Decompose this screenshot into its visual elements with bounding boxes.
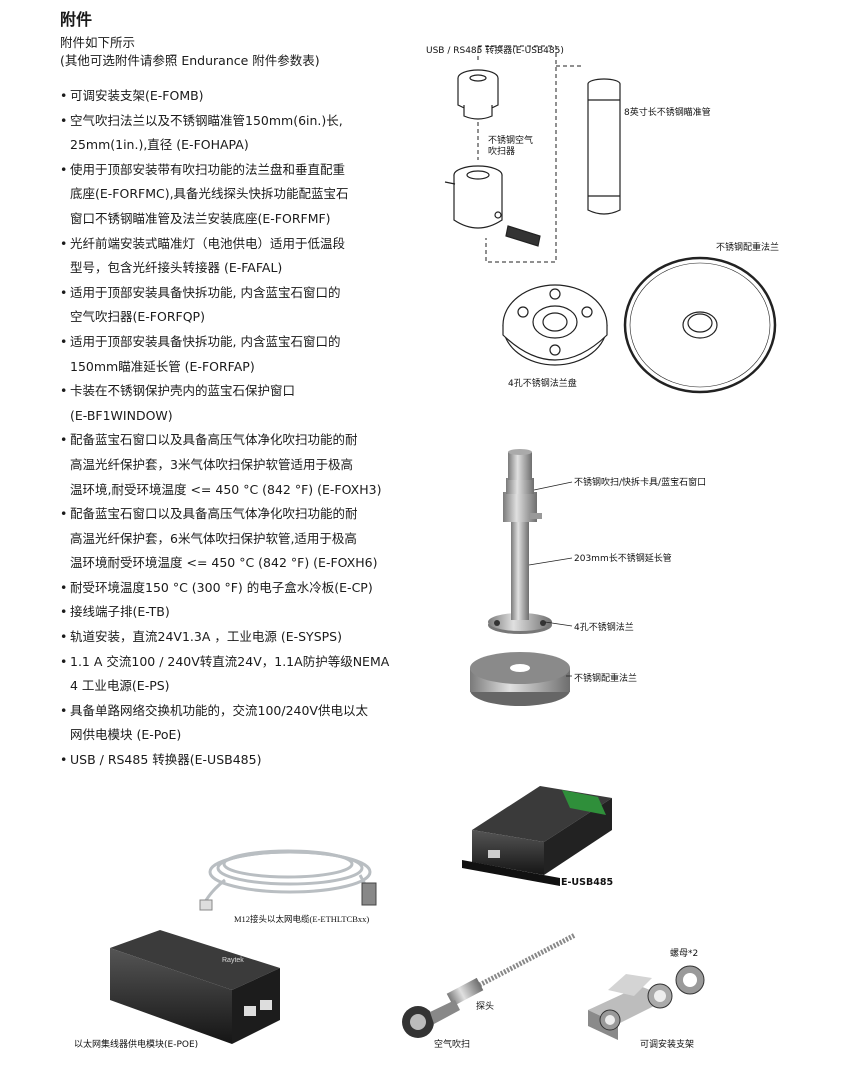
bullet: • (60, 161, 68, 177)
leader-lines (528, 481, 573, 677)
bullet: • (60, 579, 68, 595)
accessory-item: •USB / RS485 转换器(E-USB485) (60, 748, 400, 773)
purge-fitting-label: 不锈钢空气吹扫器 (488, 136, 534, 157)
accessory-line: 卡装在不锈钢保护壳内的蓝宝石保护窗口 (70, 383, 296, 399)
bullet: • (60, 383, 68, 399)
accessory-line: 适用于顶部安装具备快拆功能, 内含蓝宝石窗口的 (70, 284, 341, 300)
flange-label: 4孔不锈钢法兰 (574, 623, 634, 633)
bullet: • (60, 506, 68, 522)
accessory-line: 温环境耐受环境温度 <= 450 °C (842 °F) (E-FOXH6) (70, 555, 378, 571)
accessory-line: 空气吹扫法兰以及不锈钢瞄准管150mm(6in.)长, (70, 112, 343, 128)
weight-flange-label: 不锈钢配重法兰 (574, 674, 638, 684)
nut-label: 螺母*2 (670, 949, 699, 959)
accessory-line: 底座(E-FORFMC),具备光线探头快拆功能配蓝宝石 (70, 186, 349, 202)
accessory-line: 接线端子排(E-TB) (70, 604, 170, 620)
accessory-line: (E-BF1WINDOW) (70, 407, 173, 423)
cable-label: M12接头以太网电缆(E-ETHLTCBxx) (234, 914, 370, 924)
usb485-label: E-USB485 (561, 877, 614, 888)
bullet: • (60, 752, 68, 768)
accessory-line: 配备蓝宝石窗口以及具备高压气体净化吹扫功能的耐 (70, 432, 358, 448)
accessory-line: 使用于顶部安装带有吹扫功能的法兰盘和垂直配重 (70, 161, 346, 177)
accessory-item: •配备蓝宝石窗口以及具备高压气体净化吹扫功能的耐高温光纤保护套，6米气体吹扫保护… (60, 502, 400, 576)
window-label: 不锈钢吹扫/快拆卡具/蓝宝石窗口 (574, 478, 707, 488)
purge-fitting-drawing (444, 69, 541, 247)
accessory-line: 耐受环境温度150 °C (300 °F) 的电子盒水冷板(E-CP) (70, 579, 373, 595)
accessory-item: •耐受环境温度150 °C (300 °F) 的电子盒水冷板(E-CP) (60, 576, 400, 601)
flange-4hole-drawing (502, 284, 608, 366)
accessory-line: 型号，包含光纤接头转接器 (E-FAFAL) (70, 260, 283, 276)
flange-4hole-label: 4孔不锈钢法兰盘 (508, 379, 577, 389)
probe-label: 探头 (476, 1002, 495, 1012)
accessory-line: 适用于顶部安装具备快拆功能, 内含蓝宝石窗口的 (70, 333, 341, 349)
bullet: • (60, 284, 68, 300)
heavy-flange-drawing (623, 256, 777, 394)
bullet: • (60, 702, 68, 718)
accessory-item: •使用于顶部安装带有吹扫功能的法兰盘和垂直配重底座(E-FORFMC),具备光线… (60, 158, 400, 232)
bullet: • (60, 432, 68, 448)
extension-assembly-photo (470, 449, 570, 706)
poe-brand: Raytek (222, 957, 244, 964)
accessory-item: •可调安装支架(E-FOMB) (60, 84, 400, 109)
accessory-line: 光纤前端安装式瞄准灯（电池供电）适用于低温段 (70, 235, 346, 251)
page-title: 附件 (60, 10, 93, 29)
air-purge-label: 空气吹扫 (434, 1040, 471, 1050)
accessory-line: USB / RS485 转换器(E-USB485) (70, 752, 262, 768)
bullet: • (60, 112, 68, 128)
accessory-item: •轨道安装，直流24V1.3A ，工业电源 (E-SYSPS) (60, 625, 400, 650)
accessory-line: 温环境,耐受环境温度 <= 450 °C (842 °F) (E-FOXH3) (70, 481, 382, 497)
accessory-line: 25mm(1in.),直径 (E-FOHAPA) (70, 137, 249, 153)
poe-module-photo: Raytek (110, 930, 280, 1044)
usb485-photo (462, 786, 612, 886)
accessory-line: 高温光纤保护套，6米气体吹扫保护软管,适用于极高 (70, 530, 357, 546)
accessory-item: •接线端子排(E-TB) (60, 600, 400, 625)
poe-label: 以太网集线器供电模块(E-POE) (74, 1040, 199, 1050)
accessory-line: 1.1 A 交流100 / 240V转直流24V，1.1A防护等级NEMA (70, 653, 390, 669)
dashed-guides (477, 45, 582, 263)
accessory-line: 4 工业电源(E-PS) (70, 678, 170, 694)
accessory-line: 窗口不锈钢瞄准管及法兰安装底座(E-FORFMF) (70, 210, 331, 226)
intro-line: (其他可选附件请参照 Endurance 附件参数表) (60, 53, 320, 68)
bullet: • (60, 235, 68, 251)
accessory-item: •适用于顶部安装具备快拆功能, 内含蓝宝石窗口的 150mm瞄准延长管 (E-FO… (60, 330, 400, 379)
accessory-item: •光纤前端安装式瞄准灯（电池供电）适用于低温段型号，包含光纤接头转接器 (E-F… (60, 232, 400, 281)
mounting-bracket-photo (588, 965, 705, 1040)
bullet: • (60, 333, 68, 349)
intro-line: 附件如下所示 (60, 35, 136, 50)
bullet: • (60, 653, 68, 669)
accessory-item: •适用于顶部安装具备快拆功能, 内含蓝宝石窗口的空气吹扫器(E-FORFQP) (60, 281, 400, 330)
bullet: • (60, 629, 68, 645)
ethernet-cable-photo (199, 849, 377, 911)
probe-photo (402, 932, 577, 1038)
usb485-diagram-label: USB / RS485 转换器(E-USB485) (426, 46, 564, 56)
accessory-item: •卡装在不锈钢保护壳内的蓝宝石保护窗口 (E-BF1WINDOW) (60, 379, 400, 428)
bullet: • (60, 604, 68, 620)
bullet: • (60, 88, 68, 103)
accessory-line: 轨道安装，直流24V1.3A ，工业电源 (E-SYSPS) (70, 629, 342, 645)
extension-tube-label: 203mm长不锈钢延长管 (574, 554, 672, 564)
accessory-item: •配备蓝宝石窗口以及具备高压气体净化吹扫功能的耐高温光纤保护套，3米气体吹扫保护… (60, 428, 400, 502)
accessory-line: 150mm瞄准延长管 (E-FORFAP) (70, 358, 255, 374)
accessory-line: 配备蓝宝石窗口以及具备高压气体净化吹扫功能的耐 (70, 506, 358, 522)
sight-tube-label: 8英寸长不锈钢瞄准管 (624, 108, 711, 118)
accessory-line: 网供电模块 (E-PoE) (70, 727, 182, 743)
accessory-item: •空气吹扫法兰以及不锈钢瞄准管150mm(6in.)长, 25mm(1in.),直… (60, 109, 400, 158)
sight-tube-drawing (587, 78, 621, 215)
accessory-item: •1.1 A 交流100 / 240V转直流24V，1.1A防护等级NEMA 4 … (60, 650, 400, 699)
accessory-line: 高温光纤保护套，3米气体吹扫保护软管适用于极高 (70, 456, 353, 472)
intro: 附件如下所示 (其他可选附件请参照 Endurance 附件参数表) (60, 34, 320, 70)
accessory-line: 具备单路网络交换机功能的，交流100/240V供电以太 (70, 702, 368, 718)
accessory-line: 空气吹扫器(E-FORFQP) (70, 309, 205, 325)
accessory-item: •具备单路网络交换机功能的，交流100/240V供电以太网供电模块 (E-PoE… (60, 699, 400, 748)
bracket-label: 可调安装支架 (640, 1040, 695, 1050)
accessory-line: 可调安装支架(E-FOMB) (70, 88, 204, 103)
accessory-list: •可调安装支架(E-FOMB)•空气吹扫法兰以及不锈钢瞄准管150mm(6in.… (60, 84, 400, 773)
heavy-flange-label: 不锈钢配重法兰 (716, 243, 780, 253)
